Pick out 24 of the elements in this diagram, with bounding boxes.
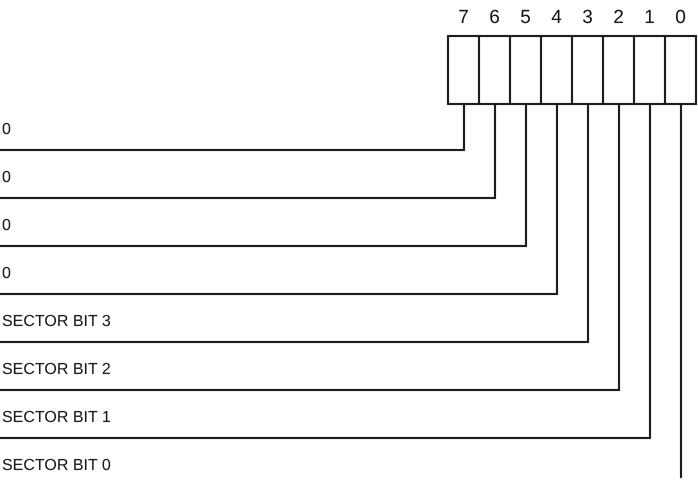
bit-number: 6: [488, 7, 501, 29]
leader-line: [0, 103, 558, 295]
leader-line: [680, 103, 682, 478]
leader-line: [0, 103, 651, 439]
bit-description: SECTOR BIT 2: [2, 360, 111, 380]
bit-description: SECTOR BIT 1: [2, 408, 111, 428]
bit-number: 7: [457, 7, 470, 29]
leader-line: [0, 103, 620, 391]
bit-number: 4: [550, 7, 563, 29]
bit-number: 2: [612, 7, 625, 29]
bit-description: SECTOR BIT 0: [2, 456, 111, 476]
bit-description: 0: [2, 120, 11, 140]
leader-line: [0, 103, 527, 247]
bit-number: 5: [519, 7, 532, 29]
bit-description: 0: [2, 264, 11, 284]
leader-line: [0, 103, 496, 199]
bit-number: 1: [643, 7, 656, 29]
bit-number: 0: [674, 7, 687, 29]
leader-line: [0, 103, 465, 151]
bit-description: SECTOR BIT 3: [2, 312, 111, 332]
bit-description: 0: [2, 216, 11, 236]
leader-line: [0, 103, 589, 343]
bit-number: 3: [581, 7, 594, 29]
bit-description: 0: [2, 168, 11, 188]
